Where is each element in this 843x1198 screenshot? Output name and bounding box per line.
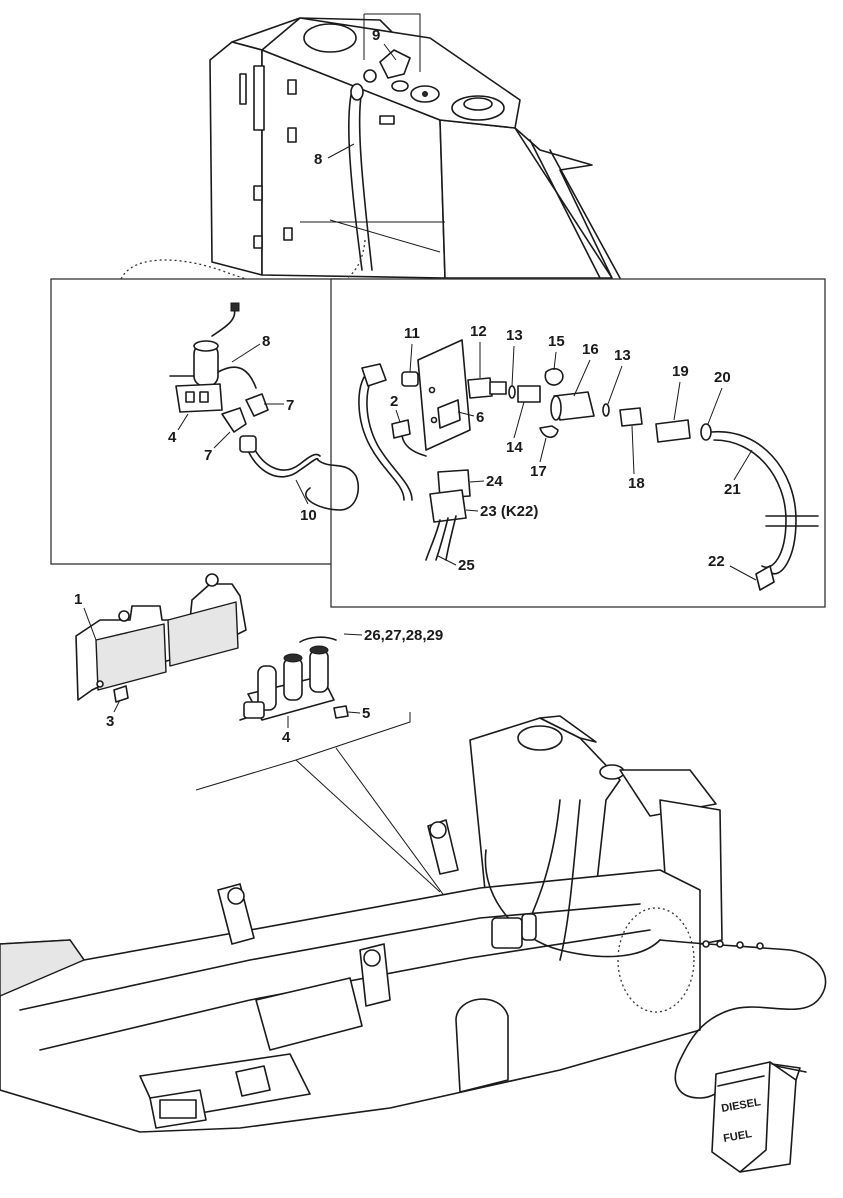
callout-15: 15: [548, 333, 565, 350]
callout-24: 24: [486, 473, 503, 490]
callout-14: 14: [506, 439, 523, 456]
callout-4-detail: 4: [168, 429, 177, 446]
callout-17: 17: [530, 463, 547, 480]
callouts: 9 8 8 7 4 7 10 11 12 13 15 16 13: [74, 27, 757, 746]
callout-13-a: 13: [506, 327, 523, 344]
fuel-line-components: [358, 339, 819, 591]
callout-1: 1: [74, 591, 82, 608]
callout-8-detail: 8: [262, 333, 270, 350]
callout-7-b: 7: [204, 447, 212, 464]
callout-13-b: 13: [614, 347, 631, 364]
bracket-assembly: [75, 573, 349, 721]
detail-frame-right: [330, 278, 826, 608]
section-guide-line: [335, 747, 457, 913]
section-guide-line: [195, 712, 411, 791]
callout-6: 6: [476, 409, 484, 426]
fuel-tank-top: [209, 13, 621, 279]
callout-2: 2: [390, 393, 398, 410]
pump-assembly-detail: [169, 302, 360, 511]
callout-10: 10: [300, 507, 317, 524]
section-guide-line: [295, 759, 441, 893]
callout-7-a: 7: [286, 397, 294, 414]
callout-25: 25: [458, 557, 475, 574]
callout-20: 20: [714, 369, 731, 386]
callout-21: 21: [724, 481, 741, 498]
callout-11: 11: [404, 325, 420, 342]
callout-19: 19: [672, 363, 689, 380]
callout-22: 22: [708, 553, 725, 570]
callout-4-assembly: 4: [282, 729, 291, 746]
callout-8-top: 8: [314, 151, 322, 168]
fuel-label: FUEL: [722, 1128, 753, 1145]
callout-12: 12: [470, 323, 487, 340]
machine-frame: DIESEL FUEL: [0, 715, 827, 1173]
callout-26-27-28-29: 26,27,28,29: [364, 627, 443, 644]
callout-23: 23 (K22): [480, 503, 538, 520]
callout-3: 3: [106, 713, 114, 730]
detail-frame-left: [50, 278, 342, 565]
callout-5: 5: [362, 705, 370, 722]
callout-16: 16: [582, 341, 599, 358]
callout-9: 9: [372, 27, 380, 44]
callout-18: 18: [628, 475, 645, 492]
